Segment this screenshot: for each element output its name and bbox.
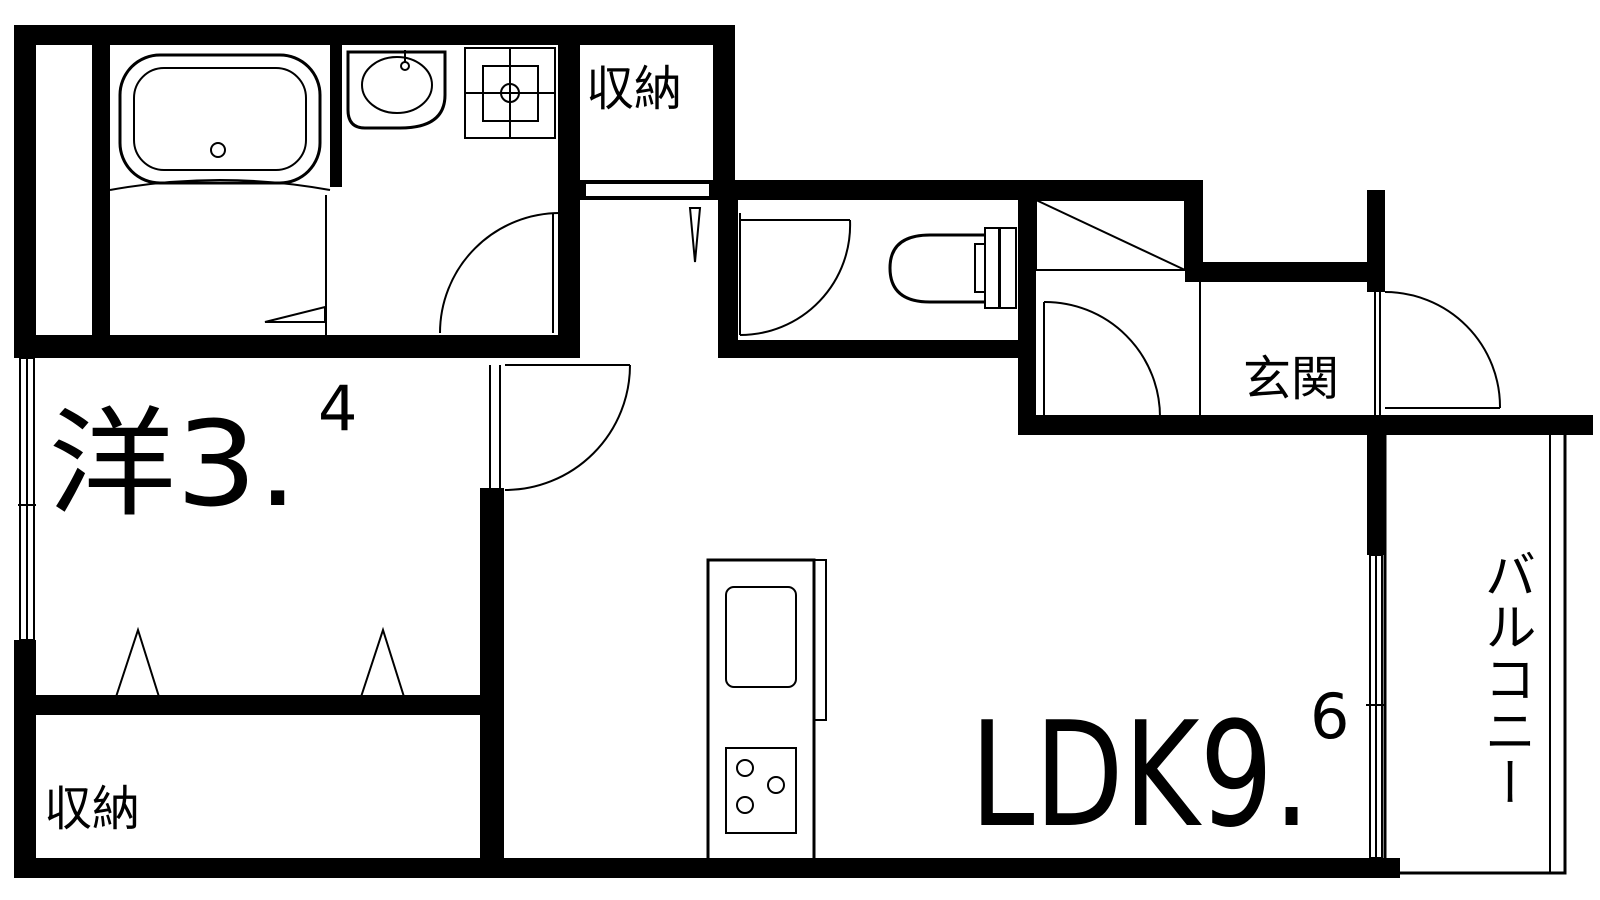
wall-toilet-left [718,180,738,358]
western-room-label: 洋3. [48,395,298,533]
doors [439,207,1502,491]
toilet [888,227,1017,309]
wall-bath-left [92,25,110,343]
closet-sliding-doors [110,626,410,713]
wall-bath-wash [330,45,342,187]
western-room-area-superscript: 4 [318,372,357,445]
wall-shoe-right [1185,180,1203,275]
wall-left-lower [14,640,36,878]
storage-top-label: 収納 [586,61,682,117]
wall-left-upper [14,25,36,343]
wall-wash-storage [558,25,580,200]
labels: 洋3. 4 LDK9. 6 収納 収納 玄関 バルコニー [44,61,1535,860]
wall-bath-bottom [14,335,580,358]
balcony-outline [1383,431,1567,875]
wall-ldk-right [1367,415,1385,555]
entrance-label: 玄関 [1243,351,1339,407]
wall-ldk-top-right [1018,415,1593,435]
wall-toilet-top [718,180,1203,200]
wall-bottom [14,858,1400,878]
wall-storage-right [713,25,735,200]
wall-entrance-right [1367,190,1385,292]
bathtub [109,53,331,335]
windows [18,182,1385,859]
wall-western-right [480,488,504,878]
kitchen-counter [706,558,827,862]
wall-toilet-bottom [718,340,1036,358]
balcony-label: バルコニー [1475,548,1535,808]
window-storage [584,182,711,198]
ldk-label: LDK9. [970,691,1310,860]
wash-basin [346,50,447,130]
wall-shoe-left [1018,200,1036,430]
wall-wash-lower [558,200,580,358]
washing-machine-space [464,47,556,139]
shoe-closet [1035,199,1367,419]
ldk-area-superscript: 6 [1310,680,1349,753]
storage-bottom-label: 収納 [44,781,140,837]
balcony [1383,431,1567,875]
wall-top-left [14,25,735,45]
wall-entrance-top [1185,262,1385,282]
